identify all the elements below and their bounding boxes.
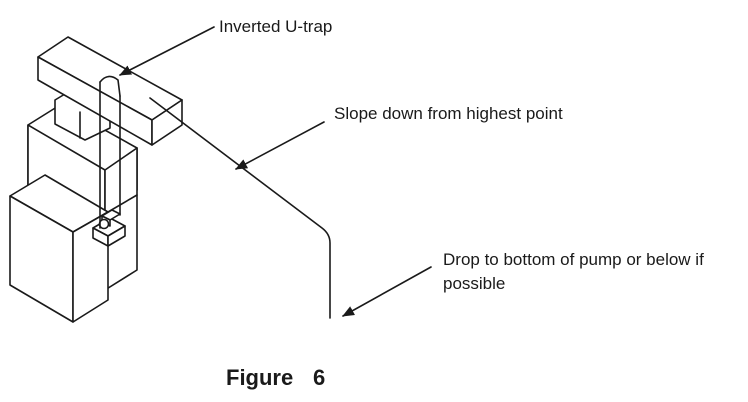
- arrow-inverted-u-trap: [119, 26, 215, 76]
- valve-gauge: [98, 218, 110, 230]
- label-slope-down: Slope down from highest point: [334, 104, 563, 123]
- discharge-line: [149, 97, 331, 319]
- figure-caption-number: 6: [313, 365, 325, 390]
- label-drop-bottom-line1: Drop to bottom of pump or below if: [443, 250, 704, 269]
- u-trap-beam: [37, 36, 183, 146]
- valve-side: [107, 225, 126, 247]
- inverted-u-trap-bend: [99, 75, 121, 97]
- pump-base-edge: [107, 194, 138, 213]
- pump-housing: [9, 84, 138, 323]
- valve-fitting: [92, 209, 126, 247]
- figure-caption-word: Figure: [226, 365, 293, 390]
- label-drop-bottom-line2: possible: [443, 274, 505, 293]
- arrow-slope-down: [235, 121, 325, 170]
- arrow-drop-bottom: [342, 266, 432, 317]
- label-inverted-u-trap: Inverted U-trap: [219, 17, 332, 36]
- beam-end: [151, 99, 183, 146]
